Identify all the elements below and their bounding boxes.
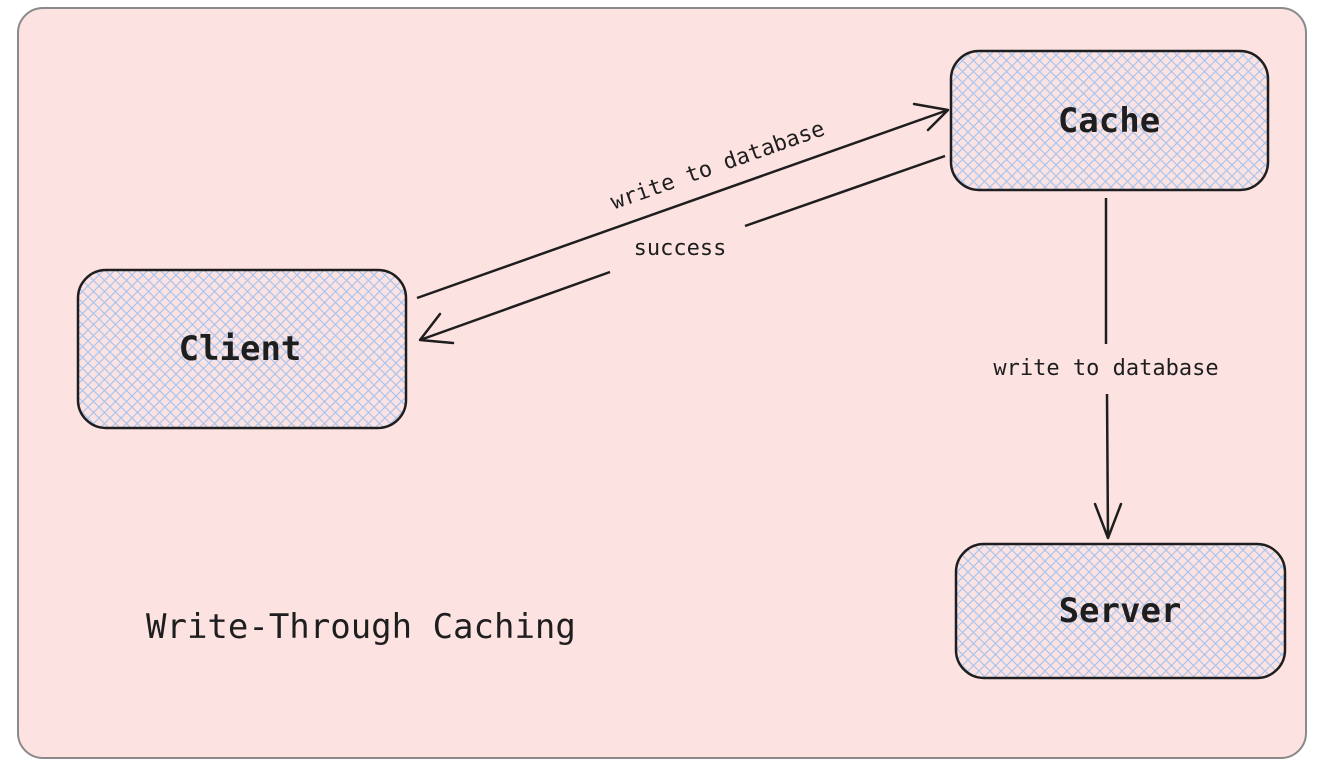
server-node-box xyxy=(954,542,1287,680)
client-node-box xyxy=(76,268,408,430)
cache-node[interactable]: Cache xyxy=(949,49,1270,192)
edge-cache-to-client-line-upper xyxy=(744,154,946,228)
edge-cache-to-server: write to database xyxy=(993,198,1219,540)
edge-cache-to-server-label: write to database xyxy=(993,356,1218,381)
cache-node-box xyxy=(949,49,1270,192)
arrowhead-icon xyxy=(912,102,950,132)
client-node[interactable]: Client xyxy=(76,268,408,430)
edge-client-to-cache: write to database xyxy=(416,102,950,300)
server-node[interactable]: Server xyxy=(954,542,1287,680)
client-node-label: Client xyxy=(179,329,302,369)
edge-cache-to-client-label: success xyxy=(634,236,727,261)
cache-node-label: Cache xyxy=(1058,101,1160,141)
edge-cache-to-client: success xyxy=(418,154,946,345)
server-node-label: Server xyxy=(1059,591,1182,631)
arrowhead-icon xyxy=(1093,502,1123,540)
diagram-title: Write-Through Caching xyxy=(146,607,576,647)
edge-cache-to-client-line-lower xyxy=(419,270,611,342)
edge-cache-to-server-line-lower xyxy=(1105,393,1110,539)
arrowhead-icon xyxy=(418,312,455,345)
edge-client-to-cache-label: write to database xyxy=(608,117,829,216)
edge-client-to-cache-line xyxy=(416,108,949,300)
